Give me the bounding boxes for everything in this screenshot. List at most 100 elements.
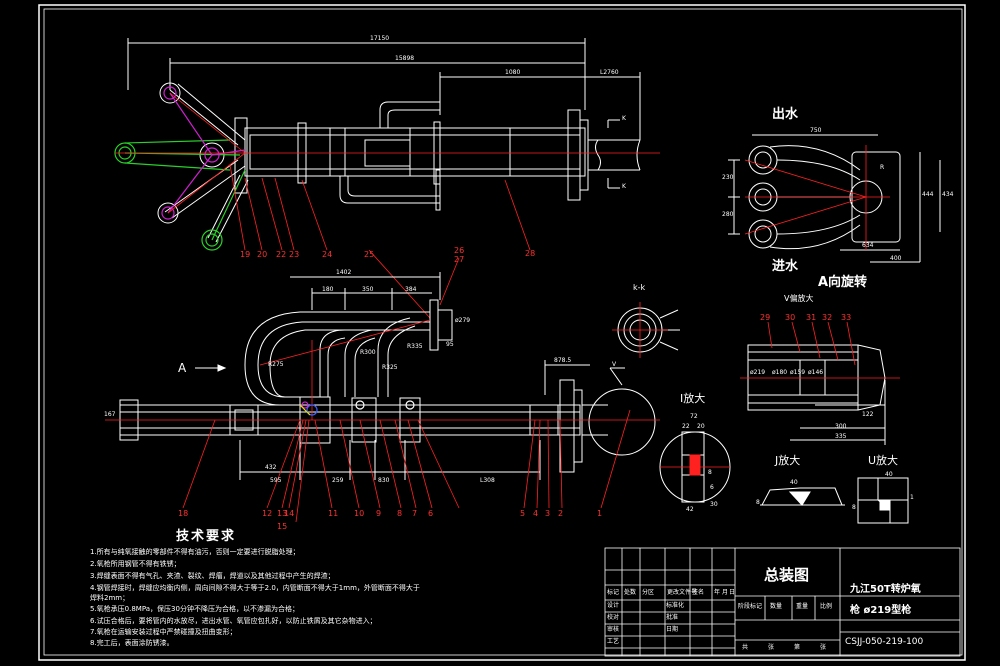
front-view (119, 272, 656, 480)
detail-u (857, 477, 909, 524)
title-block-footer-0: 共 (742, 644, 749, 651)
dim-a-634: 634 (862, 242, 874, 249)
dim-a-444: 444 (922, 191, 934, 198)
tech-req-item-7: 7.氧枪在运输安装过程中严禁碰撞及扭曲变形； (90, 628, 237, 636)
dim-a-r: R (880, 164, 885, 171)
dim-v-phi-c: ø159 (790, 369, 806, 376)
label-section-kk: k-k (633, 283, 646, 292)
title-block-row-4: 标准化 (666, 602, 685, 609)
tech-req-item-6: 6.试压合格后，要将管内的水放尽，进出水管、氧管应包扎好，以防止铁屑及其它杂物进… (90, 617, 377, 625)
label-detail-v: V偏放大 (784, 294, 814, 303)
label-outlet: 出水 (772, 107, 799, 122)
dim-v-phi-b: ø180 (772, 369, 788, 376)
dim-u-8: 8 (852, 504, 856, 511)
mark-v: V (612, 361, 617, 368)
dim-top-2760: L2760 (600, 69, 619, 76)
title-block-header-2: 分区 (642, 589, 655, 596)
dim-i-6: 6 (710, 484, 714, 491)
balloon-12: 12 (262, 509, 273, 518)
tech-req-item-2: 2.氧枪所用钢管不得有铁锈； (90, 560, 181, 568)
dim-a-230: 230 (722, 174, 734, 181)
dim-top-1080: 1080 (505, 69, 521, 76)
title-block-row-1: 校对 (607, 614, 620, 621)
balloon-19: 19 (240, 250, 251, 259)
label-view-a-rotated: A向旋转 (818, 275, 868, 290)
tech-req-item-5: 5.氧枪承压0.8MPa，保压30分钟不降压为合格，以不渗漏为合格； (90, 605, 299, 613)
balloon-1: 1 (597, 509, 603, 518)
title-block-footer-2: 第 (794, 644, 801, 651)
label-detail-j: J放大 (775, 454, 801, 467)
tech-req-item-4: 4.钢管焊接时，焊缝应均衡内侧，周向间隙不得大于等于2.0，内管断面不得大于1m… (90, 584, 420, 592)
outer-frame (38, 4, 966, 661)
balloon-31: 31 (806, 313, 817, 322)
label-inlet: 进水 (772, 259, 799, 274)
title-block-header-0: 标记 (607, 589, 620, 596)
dim-side-r275: R275 (268, 361, 284, 368)
dim-v-phi-a: ø219 (750, 369, 766, 376)
tech-req-title: 技术要求 (176, 529, 237, 544)
dim-a-750: 750 (810, 127, 822, 134)
title-block-header-7: 日 (729, 589, 736, 596)
dim-side-595: 595 (270, 477, 282, 484)
dim-v-phi-d: ø146 (808, 369, 824, 376)
title-block-row-0: 设计 (607, 602, 620, 609)
title-block-header-6: 月 (722, 589, 729, 596)
title-block-row-2: 审核 (607, 626, 620, 633)
dim-side-830: 830 (378, 477, 390, 484)
balloon-32: 32 (822, 313, 833, 322)
balloon-24: 24 (322, 250, 333, 259)
detail-v-leaders (740, 321, 900, 379)
dim-v-122: 122 (862, 411, 874, 418)
dim-i-8: 8 (708, 469, 712, 476)
dim-i-22: 22 (682, 423, 690, 430)
title-block-mark-col-1: 数量 (770, 603, 783, 610)
arrow-a-label: A (178, 361, 187, 375)
title-block-footer-3: 张 (820, 644, 827, 651)
title-block-row-3: 工艺 (607, 638, 620, 645)
dim-v-300: 300 (835, 423, 847, 430)
balloon-4: 4 (533, 509, 539, 518)
tech-req-item-3: 3.焊缝表面不得有气孔、夹渣、裂纹、焊瘤，焊道以及其他过程中产生的焊渣； (90, 572, 335, 580)
balloon-30: 30 (785, 313, 796, 322)
balloon-13: 13 (277, 509, 288, 518)
title-block-header-1: 处数 (624, 589, 637, 596)
view-a-centerlines (744, 145, 890, 250)
top-balloon-leaders (229, 164, 531, 319)
balloon-14: 14 (284, 509, 295, 518)
dim-a-400: 400 (890, 255, 902, 262)
balloon-9: 9 (376, 509, 382, 518)
title-block-header-4: 签名 (692, 589, 705, 596)
dim-side-180: 180 (322, 286, 334, 293)
view-a-rotated (728, 134, 941, 263)
front-view-colored-parts (299, 400, 415, 416)
label-detail-i: I放大 (680, 392, 706, 405)
balloon-8: 8 (397, 509, 403, 518)
balloon-11: 11 (328, 509, 339, 518)
title-block-mark-col-2: 重量 (796, 603, 809, 610)
dim-side-r300: R300 (360, 349, 376, 356)
balloon-23: 23 (289, 250, 300, 259)
dim-side-878: 878.5 (554, 357, 572, 364)
dim-side-432: 432 (265, 464, 277, 471)
dim-side-350: 350 (362, 286, 374, 293)
dim-j-40: 40 (790, 479, 798, 486)
title-block-header-5: 年 (714, 589, 721, 596)
title-block (604, 547, 961, 657)
title-block-row-6: 日期 (666, 626, 679, 633)
title-block-drawing-no: CSJJ-050-219-100 (845, 637, 924, 647)
dim-side-95: 95 (446, 341, 454, 348)
tech-req-item-4b: 焊料2mm； (90, 594, 130, 602)
balloon-28: 28 (525, 249, 536, 258)
title-block-drawing-name: 总装图 (764, 566, 810, 584)
dim-side-r335: R335 (407, 343, 423, 350)
balloon-26: 26 (454, 246, 465, 255)
dim-i-42: 42 (686, 506, 694, 513)
label-detail-u: U放大 (868, 454, 899, 467)
balloon-5: 5 (520, 509, 526, 518)
dim-side-259: 259 (332, 477, 344, 484)
tech-req-item-1: 1.所有与纯氧接触的零部件不得有油污，否则一定要进行脱脂处理； (90, 548, 300, 556)
dim-side-167: 167 (104, 411, 116, 418)
dim-j-8: 8 (756, 499, 760, 506)
dim-a-280: 280 (722, 211, 734, 218)
